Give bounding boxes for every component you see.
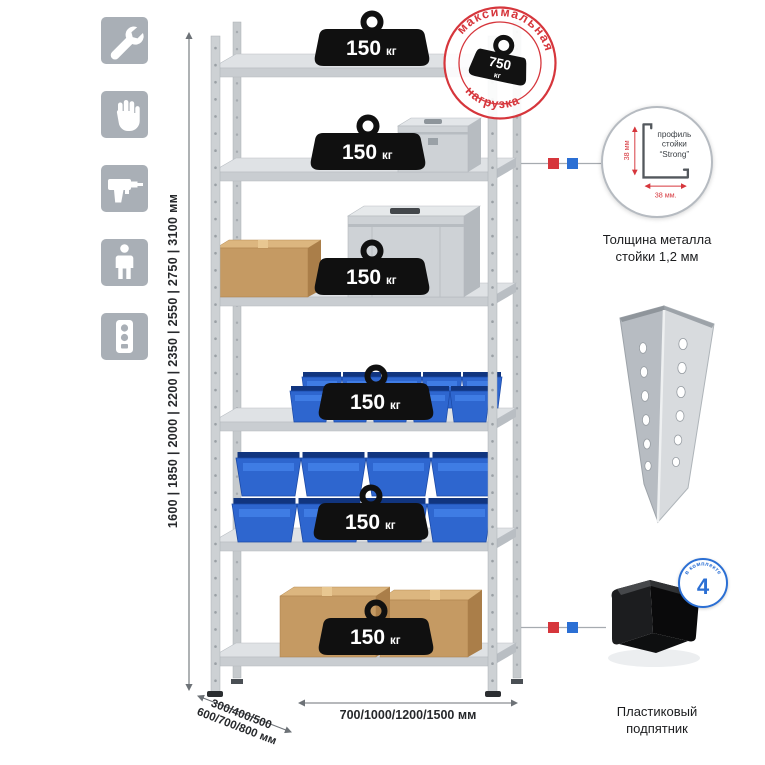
post-angle-figure (586, 296, 734, 534)
cardboard-box-small (215, 239, 322, 298)
profile-caption-line2: стойки 1,2 мм (615, 248, 699, 264)
kit-badge-value: 4 (697, 574, 710, 599)
aluminum-case (396, 117, 483, 173)
shelf-load-badge (315, 14, 430, 67)
angle-perforations (639, 338, 688, 471)
depth-dimension: 300/400/500 600/700/800 мм (195, 694, 293, 747)
height-dimension-label: 1600 | 1850 | 2000 | 2200 | 2350 | 2550 … (166, 194, 180, 528)
profile-dim-horizontal: 38 мм. (655, 191, 677, 200)
post-profile-drawing (642, 123, 690, 179)
height-dimension: 1600 | 1850 | 2000 | 2200 | 2350 | 2550 … (166, 31, 193, 692)
marker-blue-bottom (567, 622, 578, 633)
width-dimension: 700/1000/1200/1500 мм (297, 699, 519, 722)
stamp-load-unit: кг (493, 70, 502, 80)
plastic-foot-figure (596, 574, 720, 674)
foot-caption-line1: Пластиковый (616, 704, 698, 719)
marker-blue-top (567, 158, 578, 169)
svg-text:стойки: стойки (662, 140, 687, 149)
stamp-load-value: 750 (487, 54, 512, 73)
anchor-markers (521, 158, 606, 633)
person-icon (101, 239, 148, 286)
profile-label: профиль стойки “Strong” (657, 130, 691, 159)
shelf-load-badges (311, 14, 434, 656)
foot-caption: Пластиковый подпятник (572, 704, 742, 738)
profile-caption: Толщина металла стойки 1,2 мм (572, 232, 742, 266)
profile-dim-vertical: 38 мм (622, 140, 631, 160)
kit-count-badge: в комплекте 4 (678, 558, 728, 608)
marker-red-top (548, 158, 559, 169)
post-profile-callout: 38 мм 38 мм. профиль стойки “Strong” (601, 106, 713, 218)
max-load-stamp: максимальная нагрузка 750 кг (430, 0, 570, 133)
power-strip-icon (101, 313, 148, 360)
wrench-icon (101, 17, 148, 64)
width-dimension-label: 700/1000/1200/1500 мм (340, 708, 477, 722)
foot-caption-line2: подпятник (626, 720, 688, 736)
profile-caption-line1: Толщина металла (602, 232, 712, 247)
stamp-weight-glyph: 750 кг (468, 34, 527, 86)
shelving-unit (207, 21, 523, 697)
marker-red-bottom (548, 622, 559, 633)
drill-icon (101, 165, 148, 212)
work-gloves-icon (101, 91, 148, 138)
svg-text:“Strong”: “Strong” (660, 150, 690, 159)
svg-text:профиль: профиль (657, 130, 691, 139)
